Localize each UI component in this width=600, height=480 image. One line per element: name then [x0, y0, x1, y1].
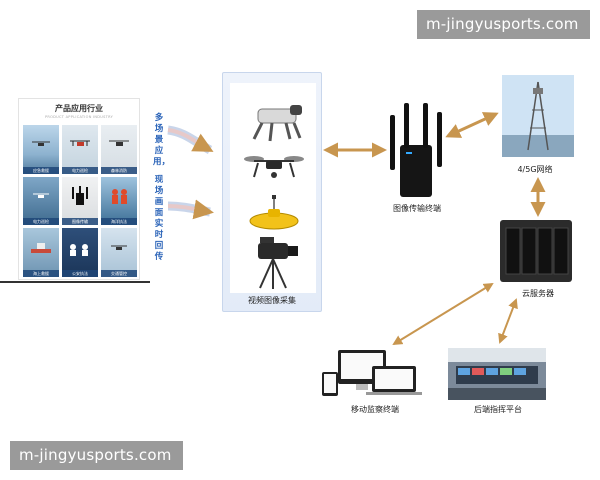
- router-icon: [72, 186, 88, 206]
- device-illustrations: [244, 105, 304, 289]
- panel-title: 产品应用行业: [55, 104, 103, 113]
- arrow-cloud-to-backend: [498, 298, 518, 344]
- cloud-server-icon: [500, 220, 572, 282]
- scene-arrow-top: [167, 125, 214, 154]
- drone-icon: [111, 245, 127, 250]
- application-tile: 公安执法: [62, 228, 98, 277]
- application-tile: 海洋执法: [101, 176, 137, 226]
- unmanned-boat-icon: [249, 195, 299, 230]
- robot-dog-icon: [252, 105, 302, 142]
- backend-platform-label: 后端指挥平台: [474, 405, 522, 414]
- tile-caption: 交通管控: [101, 270, 137, 277]
- drone-icon: [33, 193, 49, 199]
- mobile-terminal-label: 移动监察终端: [351, 405, 399, 414]
- application-tile: 电力巡检: [23, 176, 59, 226]
- application-tile: 海上救援: [23, 228, 59, 277]
- watermark-bottom: m-jingyusports.com: [10, 441, 183, 470]
- drone-icon: [32, 141, 50, 147]
- command-center-icon: [448, 348, 546, 400]
- application-grid: 应急救援 电力巡检 森林消防 电力巡检 图像传输 海洋执法 海上救援 公安执法: [23, 125, 137, 277]
- device-list: [230, 83, 316, 293]
- application-tile: 森林消防: [101, 125, 137, 174]
- drone-icon: [244, 156, 304, 178]
- worker-icon: [112, 189, 127, 205]
- ship-icon: [31, 242, 51, 253]
- arrow-transmit-to-network: [445, 112, 499, 138]
- arrow-cloud-to-mobile: [392, 282, 494, 346]
- watermark-top: m-jingyusports.com: [417, 10, 590, 39]
- cell-tower-icon: [502, 75, 574, 157]
- application-tile: 电力巡检: [62, 125, 98, 174]
- tile-caption: 应急救援: [23, 166, 59, 174]
- cloud-server-label: 云服务器: [522, 289, 554, 298]
- application-tile: 图像传输: [62, 176, 98, 226]
- tile-caption: 电力巡检: [62, 166, 98, 174]
- tile-caption: 海上救援: [23, 270, 59, 277]
- scene-arrow-bottom: [167, 199, 214, 220]
- tile-caption: 森林消防: [101, 166, 137, 174]
- panel-subtitle: PRODUCT APPLICATION INDUSTRY: [44, 115, 114, 119]
- application-tile: 交通管控: [101, 228, 137, 277]
- network-label: 4/5G网络: [517, 165, 553, 174]
- tile-caption: 海洋执法: [101, 218, 137, 226]
- video-camera-icon: [258, 237, 298, 289]
- ground-line: [0, 281, 150, 283]
- video-capture-label: 视频图像采集: [248, 296, 296, 305]
- tile-caption: 公安执法: [62, 270, 98, 277]
- side-text-line1: 多场景应用，: [153, 113, 171, 167]
- transmit-terminal-label: 图像传输终端: [393, 204, 441, 213]
- drone-icon: [70, 140, 90, 147]
- image-transmission-terminal-icon: [390, 103, 442, 197]
- mobile-monitoring-terminal-icon: [322, 350, 422, 396]
- video-capture-panel: 视频图像采集: [222, 72, 322, 312]
- side-text-line2: 现场画面实时回传: [154, 175, 164, 262]
- tile-caption: 电力巡检: [23, 218, 59, 226]
- application-tile: 应急救援: [23, 125, 59, 174]
- product-application-panel: 产品应用行业 PRODUCT APPLICATION INDUSTRY 应急救援…: [18, 98, 140, 280]
- tile-caption: 图像传输: [62, 218, 98, 226]
- police-icon: [70, 243, 88, 256]
- drone-icon: [109, 140, 129, 147]
